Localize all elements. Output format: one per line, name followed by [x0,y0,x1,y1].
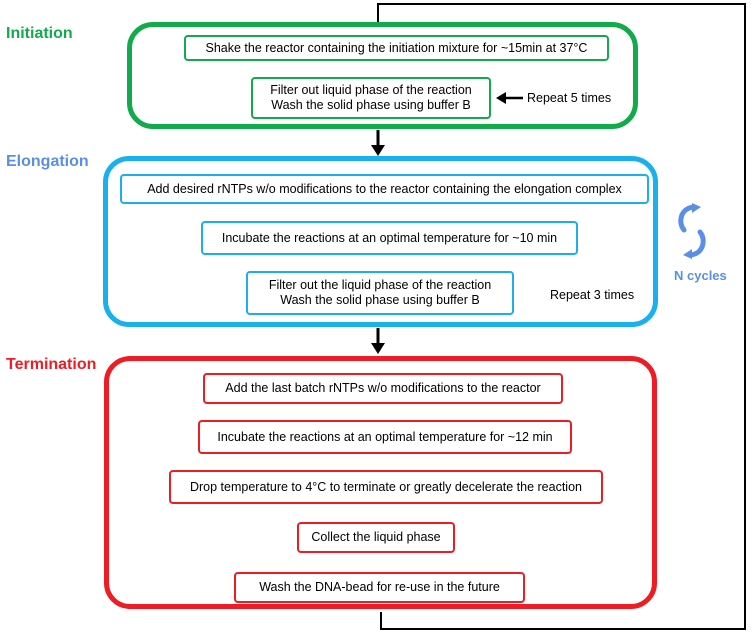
termination-step-collect-text: Collect the liquid phase [311,530,441,544]
elongation-step-filter-line2: Wash the solid phase using buffer B [280,293,480,307]
section-label-termination: Termination [6,356,97,373]
loop-back-line [377,3,746,630]
initiation-step-filter-line1: Filter out liquid phase of the reaction [270,83,472,97]
initiation-step-shake-text: Shake the reactor containing the initiat… [205,40,588,55]
elongation-repeat-note: Repeat 3 times [550,288,635,302]
termination-step-wash: Wash the DNA-bead for re-use in the futu… [234,572,525,603]
elongation-step-incubate: Incubate the reactions at an optimal tem… [201,221,578,255]
termination-step-collect: Collect the liquid phase [297,522,455,553]
elongation-step-filter: Filter out the liquid phase of the react… [246,271,514,315]
termination-step-wash-text: Wash the DNA-bead for re-use in the futu… [259,580,500,594]
initiation-step-shake: Shake the reactor containing the initiat… [184,35,609,61]
section-label-elongation: Elongation [6,153,89,170]
n-cycles-label: N cycles [674,268,727,283]
elongation-step-filter-line1: Filter out the liquid phase of the react… [268,278,492,292]
termination-step-add: Add the last batch rNTPs w/o modificatio… [203,373,563,404]
termination-step-add-text: Add the last batch rNTPs w/o modificatio… [225,381,541,395]
arrow-elongation-to-termination [371,328,385,354]
section-label-initiation: Initiation [6,25,73,42]
termination-step-incubate: Incubate the reactions at an optimal tem… [198,420,572,454]
termination-step-drop-temp: Drop temperature to 4°C to terminate or … [169,470,603,504]
initiation-step-filter-line2: Wash the solid phase using buffer B [271,98,471,112]
initiation-repeat-note: Repeat 5 times [527,91,612,105]
arrow-initiation-to-elongation [371,130,385,156]
elongation-step-add-text: Add desired rNTPs w/o modifications to t… [147,181,622,196]
elongation-step-add: Add desired rNTPs w/o modifications to t… [120,174,649,204]
initiation-step-filter: Filter out liquid phase of the reaction … [251,77,491,119]
elongation-step-incubate-text: Incubate the reactions at an optimal tem… [221,230,558,245]
termination-step-drop-temp-text: Drop temperature to 4°C to terminate or … [189,479,582,494]
termination-step-incubate-text: Incubate the reactions at an optimal tem… [217,429,553,444]
refresh-cycle-icon [678,203,706,259]
